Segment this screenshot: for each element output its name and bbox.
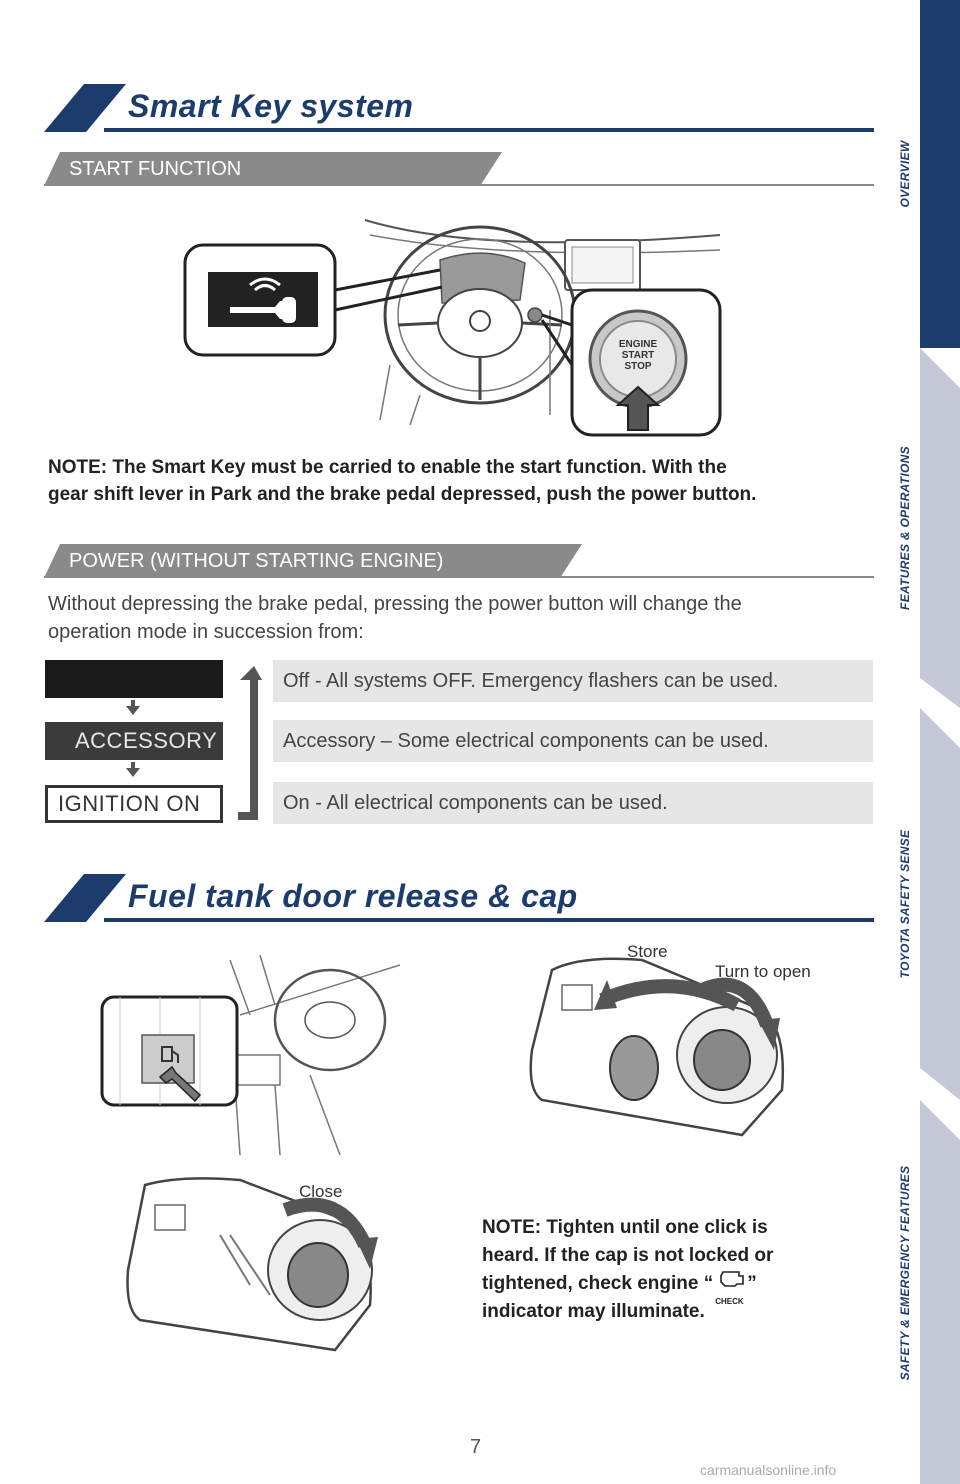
power-description: Without depressing the brake pedal, pres…: [48, 590, 878, 646]
page-number: 7: [470, 1436, 482, 1458]
down-arrow-stem: [131, 762, 135, 768]
side-tab-bg: [920, 708, 960, 1100]
section-header-smart-key: Smart Key system: [44, 84, 874, 132]
note-text: tightened, check engine “: [482, 1273, 714, 1294]
engine-start-stop-button-label: ENGINE START STOP: [611, 339, 665, 372]
section-title: Smart Key system: [128, 88, 414, 124]
note-line: indicator may illuminate.: [482, 1301, 705, 1322]
mode-box-label: ACCESSORY: [75, 728, 218, 753]
side-tab-bg: [890, 0, 960, 348]
side-tab-overview[interactable]: OVERVIEW: [890, 0, 960, 348]
down-arrow-stem: [131, 700, 135, 706]
subheader-rule: [44, 576, 874, 578]
subheader-start-function: START FUNCTION: [44, 152, 874, 186]
start-label: START: [621, 350, 655, 361]
subheader-bar: [44, 152, 502, 186]
side-tab-bg: [920, 1100, 960, 1484]
close-callout: Close: [299, 1182, 343, 1201]
mode-accessory-description: Accessory – Some electrical components c…: [273, 720, 873, 762]
note-line: NOTE: The Smart Key must be carried to e…: [48, 457, 727, 478]
header-tab-shape: [44, 84, 126, 132]
mode-ignition-on-box: IGNITION ON: [45, 785, 223, 823]
note-text: ”: [747, 1273, 757, 1294]
mode-on-description: On - All electrical components can be us…: [273, 782, 873, 824]
fuel-cap-open-illustration: [529, 957, 785, 1137]
side-tab-features[interactable]: FEATURES & OPERATIONS: [890, 348, 960, 708]
stop-label: STOP: [624, 361, 652, 372]
section-title: Fuel tank door release & cap: [128, 878, 578, 914]
header-tab-shape: [44, 874, 126, 922]
subheader-power: POWER (WITHOUT STARTING ENGINE): [44, 544, 874, 578]
fuel-cap-note: NOTE: Tighten until one click is heard. …: [482, 1214, 862, 1326]
mode-off-description: Off - All systems OFF. Emergency flasher…: [273, 660, 873, 702]
subheader-rule: [44, 184, 874, 186]
subheader-label: START FUNCTION: [69, 158, 242, 180]
side-tab-label: FEATURES & OPERATIONS: [898, 446, 912, 610]
mode-cycle-bracket: [238, 666, 262, 820]
header-rule: [104, 128, 874, 132]
desc-line: operation mode in succession from:: [48, 621, 364, 643]
header-rule: [104, 918, 874, 922]
turn-to-open-callout: Turn to open: [715, 962, 811, 981]
dashboard-illustration: [183, 219, 722, 437]
down-arrow-icon: [126, 706, 140, 715]
side-tab-bg: [920, 348, 960, 708]
store-callout: Store: [627, 942, 668, 961]
check-icon-label: CHECK: [715, 1296, 744, 1306]
section-header-fuel-tank: Fuel tank door release & cap: [44, 874, 874, 922]
check-engine-icon: CHECK: [713, 1271, 747, 1306]
side-tab-emergency[interactable]: SAFETY & EMERGENCY FEATURES: [890, 1100, 960, 1484]
mode-box-label: IGNITION ON: [58, 791, 201, 816]
down-arrow-icon: [126, 768, 140, 777]
watermark: carmanualsonline.info: [700, 1462, 837, 1478]
desc-line: Without depressing the brake pedal, pres…: [48, 593, 742, 615]
start-function-note: NOTE: The Smart Key must be carried to e…: [48, 454, 878, 508]
note-line: heard. If the cap is not locked or: [482, 1245, 774, 1266]
fuel-cap-close-illustration: [126, 1177, 378, 1352]
side-tab-label: SAFETY & EMERGENCY FEATURES: [898, 1165, 912, 1381]
subheader-bar: [44, 544, 582, 578]
note-line: NOTE: Tighten until one click is: [482, 1217, 768, 1238]
side-tab-label: TOYOTA SAFETY SENSE: [898, 829, 912, 979]
side-tab-safety-sense[interactable]: TOYOTA SAFETY SENSE: [890, 708, 960, 1100]
engine-label: ENGINE: [618, 339, 658, 350]
side-tab-label: OVERVIEW: [898, 140, 912, 208]
fuel-door-release-illustration: [100, 955, 400, 1155]
note-line-with-icon: tightened, check engine “CHECK”: [482, 1270, 862, 1306]
mode-accessory-box: ACCESSORY: [45, 722, 223, 760]
subheader-label: POWER (WITHOUT STARTING ENGINE): [69, 550, 444, 572]
note-line: gear shift lever in Park and the brake p…: [48, 484, 757, 505]
mode-off-box: [45, 660, 223, 698]
